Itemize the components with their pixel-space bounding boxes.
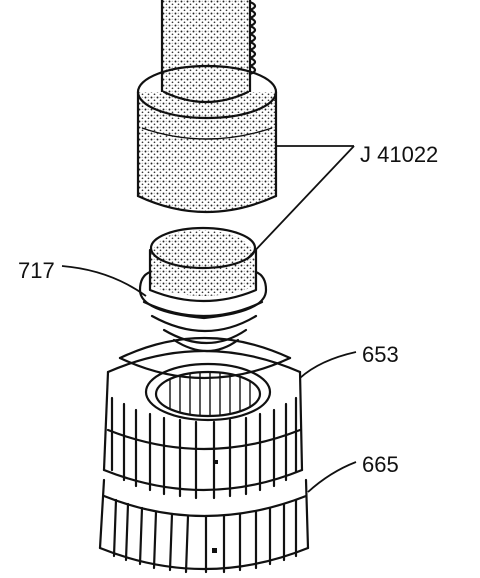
callout-717: 717 <box>18 258 55 283</box>
housing-665 <box>98 478 310 574</box>
tool-cup <box>136 64 278 214</box>
callout-j41022: J 41022 <box>360 142 438 167</box>
callout-653: 653 <box>362 342 399 367</box>
installer-tool <box>136 0 278 214</box>
tool-shaft <box>160 0 257 112</box>
seal-717 <box>138 226 268 352</box>
leader-lines <box>61 145 357 493</box>
housing-653 <box>102 336 304 500</box>
callout-665: 665 <box>362 452 399 477</box>
